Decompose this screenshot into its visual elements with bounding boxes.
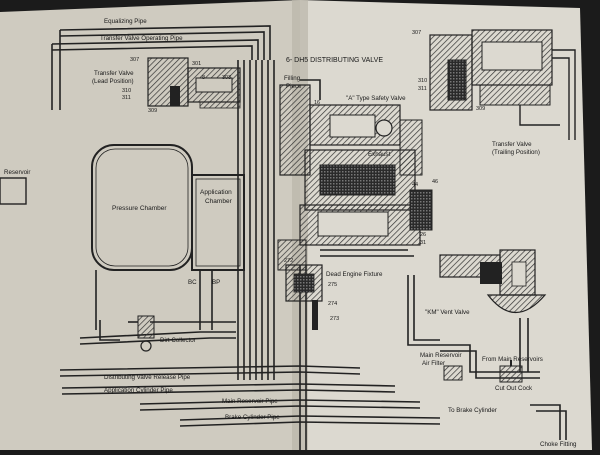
label-from-main-reservoirs: From Main Reservoirs <box>482 356 543 363</box>
part-44: 44 <box>412 182 418 188</box>
transfer-valve-trailing <box>429 29 576 140</box>
part-307-left: 307 <box>130 57 139 63</box>
label-safety-valve: "A" Type Safety Valve <box>346 95 406 102</box>
label-filling-piece-2: Piece <box>286 83 302 90</box>
part-31: 31 <box>420 240 426 246</box>
label-dirt-collector: Dirt Collector <box>160 337 196 344</box>
label-dead-engine-fixture: Dead Engine Fixture <box>326 271 383 278</box>
label-main-reservoir-air-filter-1: Main Reservoir <box>420 352 462 359</box>
label-transfer-valve-lead-1: Transfer Valve <box>94 70 134 77</box>
application-chamber-inner <box>195 178 241 267</box>
part-275: 275 <box>328 282 337 288</box>
label-main-reservoir-pipe: Main Reservoir Pipe <box>222 398 278 405</box>
part-8: 8 <box>202 75 205 81</box>
part-272: 272 <box>284 258 293 264</box>
dead-engine-fixture <box>285 264 323 330</box>
label-cut-out-cock: Cut Out Cock <box>495 385 533 392</box>
label-transfer-valve-lead-2: (Lead Position) <box>92 78 134 85</box>
part-309-left: 309 <box>148 108 157 114</box>
km-vent-valve <box>439 249 547 313</box>
label-application-cylinder-pipe: Application Cylinder Pipe <box>104 387 173 394</box>
part-303: 303 <box>222 75 231 81</box>
label-pressure-chamber: Pressure Chamber <box>112 205 167 212</box>
part-274: 274 <box>328 301 337 307</box>
part-311-right: 311 <box>418 86 427 92</box>
reservoir-box <box>0 177 27 205</box>
part-301: 301 <box>192 61 201 67</box>
label-reservoir: Reservoir <box>4 169 30 176</box>
part-26: 26 <box>420 232 426 238</box>
cut-out-cock <box>499 360 523 383</box>
part-46: 46 <box>432 179 438 185</box>
distributing-valve-body <box>277 84 433 271</box>
part-307-right: 307 <box>412 30 421 36</box>
label-main-reservoir-air-filter-2: Air Filter <box>422 360 445 367</box>
transfer-valve-lead <box>147 57 241 109</box>
label-to-brake-cylinder: To Brake Cylinder <box>448 407 497 414</box>
pipe-network <box>51 25 567 450</box>
label-application-chamber-2: Chamber <box>205 198 233 205</box>
label-choke-fitting: Choke Fitting <box>540 441 577 448</box>
part-16: 16 <box>314 100 320 106</box>
part-310-right: 310 <box>418 78 427 84</box>
label-application-chamber-1: Application <box>200 189 232 196</box>
label-bp: BP <box>212 279 220 286</box>
label-transfer-valve-operating-pipe: Transfer Valve Operating Pipe <box>100 35 183 42</box>
diagram-title: 6- DH5 DISTRIBUTING VALVE <box>286 57 383 64</box>
label-exhaust: Exhaust <box>368 151 391 158</box>
label-filling-piece-1: Filling <box>284 75 301 82</box>
label-equalizing-pipe: Equalizing Pipe <box>104 18 147 25</box>
label-transfer-valve-trailing-1: Transfer Valve <box>492 141 532 148</box>
air-filter <box>443 365 463 381</box>
label-distributing-valve-release-pipe: Distributing Valve Release Pipe <box>104 374 191 381</box>
part-310-left: 310 <box>122 88 131 94</box>
part-311-left: 311 <box>122 95 131 101</box>
label-bc: BC <box>188 279 197 286</box>
label-transfer-valve-trailing-2: (Trailing Position) <box>492 149 540 156</box>
part-273: 273 <box>330 316 339 322</box>
pressure-chamber-inner <box>95 148 189 267</box>
part-309-right: 309 <box>476 106 485 112</box>
label-brake-cylinder-pipe: Brake Cylinder Pipe <box>225 414 280 421</box>
application-chamber <box>191 174 245 271</box>
label-km-vent-valve: "KM" Vent Valve <box>425 309 470 316</box>
dirt-collector <box>128 315 155 352</box>
